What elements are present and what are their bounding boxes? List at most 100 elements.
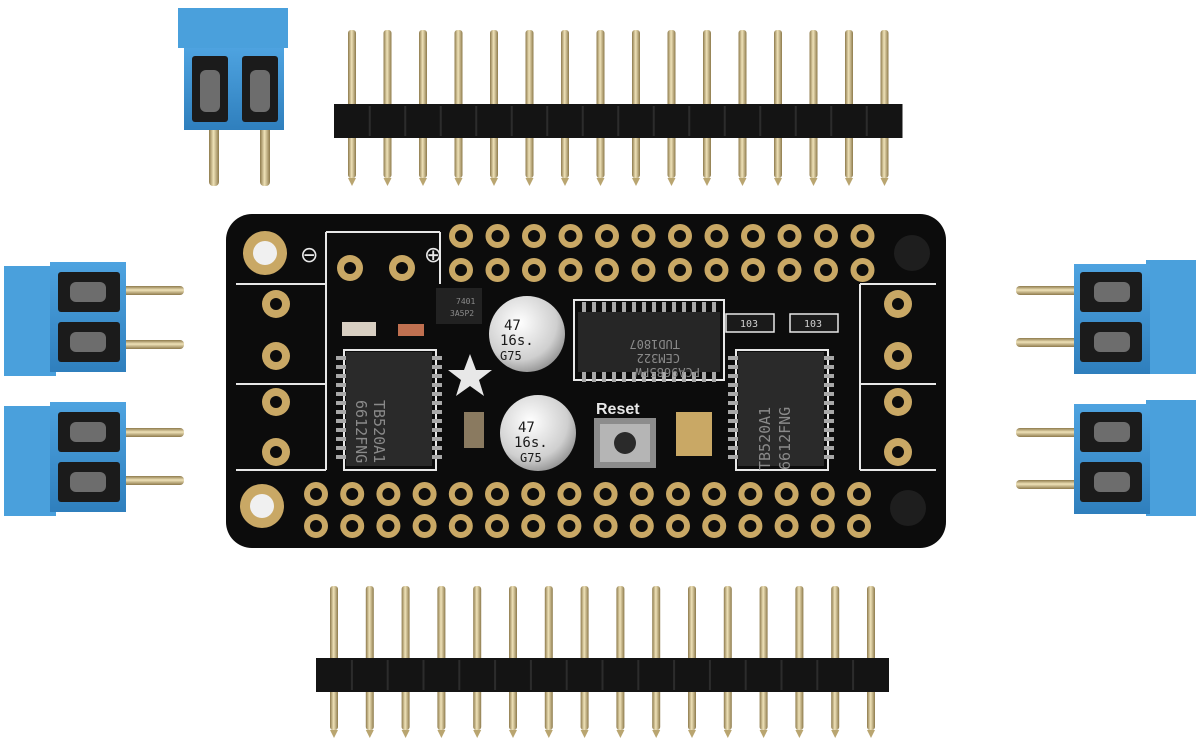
plus-symbol: ⊕ xyxy=(424,243,442,268)
gpio-hole xyxy=(708,520,721,532)
header-pin-tip xyxy=(454,178,463,186)
gpio-hole xyxy=(346,488,359,500)
gpio-hole xyxy=(418,520,431,532)
cap-bottom-line2: 16s. xyxy=(514,435,548,451)
gpio-hole xyxy=(747,264,759,276)
motor-hole xyxy=(270,396,282,408)
pwm-line2: CEM322 xyxy=(637,351,680,365)
chip-pin xyxy=(728,383,738,387)
chip-pin xyxy=(824,437,834,441)
header-pin-tip xyxy=(383,178,392,186)
gpio-hole xyxy=(780,488,793,500)
chip-pin xyxy=(432,374,442,378)
chip-pin xyxy=(728,392,738,396)
chip-pin xyxy=(336,419,346,423)
chip-pin xyxy=(728,446,738,450)
gpio-hole xyxy=(455,264,467,276)
header-pin-tip xyxy=(616,730,625,738)
chip-pin xyxy=(336,383,346,387)
header-pin-tip xyxy=(596,178,605,186)
gpio-hole xyxy=(599,488,612,500)
gpio-hole xyxy=(454,520,467,532)
gpio-hole xyxy=(672,488,684,500)
gpio-hole xyxy=(564,230,577,242)
chip-pin xyxy=(824,428,834,432)
gpio-hole xyxy=(783,264,796,276)
gpio-hole xyxy=(856,264,869,276)
driver-chip-left: TB520A1 6612FNG xyxy=(346,352,432,466)
chip-pin xyxy=(702,302,706,312)
chip-pin xyxy=(728,455,738,459)
header-pin-tip xyxy=(330,730,338,738)
gpio-hole xyxy=(674,230,686,242)
chip-pin xyxy=(728,401,738,405)
motor-hole xyxy=(270,446,282,458)
mount-hole xyxy=(894,235,930,271)
motor-driver-board: ⊖ ⊕ TB520A1 6612FNG TB520A1 6612FNG PCA9… xyxy=(226,214,946,548)
mount-hole xyxy=(890,490,926,526)
cap-top-line2: 16s. xyxy=(500,333,534,349)
chip-pin xyxy=(336,446,346,450)
chip-pin xyxy=(652,302,656,312)
header-pin-tip xyxy=(795,730,804,738)
motor-hole xyxy=(892,446,904,458)
gpio-hole xyxy=(418,488,431,500)
capacitor-bottom: 47 16s. G75 xyxy=(500,395,576,471)
gpio-hole xyxy=(853,488,865,500)
gpio-hole xyxy=(491,520,503,532)
gpio-hole xyxy=(747,230,759,242)
gpio-hole xyxy=(783,230,796,242)
chip-pin xyxy=(432,455,442,459)
chip-pin xyxy=(642,302,646,312)
gpio-hole xyxy=(491,488,503,500)
chip-pin xyxy=(336,401,346,405)
chip-pin xyxy=(602,302,606,312)
chip-pin xyxy=(728,374,738,378)
gpio-hole xyxy=(816,488,829,500)
header-pin-tip xyxy=(525,178,534,186)
header-pin-tip xyxy=(365,730,374,738)
chip-pin xyxy=(432,356,442,360)
header-pin-tip xyxy=(845,178,853,186)
reset-button: Reset xyxy=(594,401,656,468)
gpio-hole xyxy=(528,230,540,242)
chip-right-line1: TB520A1 xyxy=(756,407,774,470)
header-pin-tip xyxy=(437,730,446,738)
chip-pin xyxy=(662,302,666,312)
pin-header-top xyxy=(334,30,903,186)
pwm-line1: PCA9685PW xyxy=(634,365,700,379)
chip-pin xyxy=(824,410,834,414)
chip-pin xyxy=(432,383,442,387)
chip-pin xyxy=(692,302,696,312)
gpio-hole xyxy=(710,264,723,276)
gpio-hole xyxy=(527,520,540,532)
chip-pin xyxy=(728,428,738,432)
resistor-label-2: 103 xyxy=(804,319,822,330)
chip-pin xyxy=(582,372,586,382)
pwm-line3: TUD1807 xyxy=(629,337,680,351)
chip-pin xyxy=(632,302,636,312)
chip-pin xyxy=(432,437,442,441)
gpio-hole xyxy=(816,520,829,532)
header-pin-tip xyxy=(831,730,840,738)
gpio-hole xyxy=(454,488,467,500)
chip-pin xyxy=(728,419,738,423)
cap-top-line1: 47 xyxy=(504,318,521,334)
gpio-hole xyxy=(744,520,757,532)
chip-pin xyxy=(642,372,646,382)
header-pin-tip xyxy=(544,730,553,738)
chip-pin xyxy=(712,302,716,312)
terminal-block-top xyxy=(178,8,288,186)
cap-top-line3: G75 xyxy=(500,349,522,363)
gpio-hole xyxy=(637,230,650,242)
terminal-block-right-lower xyxy=(1016,400,1196,516)
header-pin-tip xyxy=(774,178,782,186)
gpio-hole xyxy=(744,488,757,500)
header-pin-tip xyxy=(809,178,818,186)
chip-pin xyxy=(602,372,606,382)
chip-pin xyxy=(432,446,442,450)
motor-hole xyxy=(270,350,282,362)
chip-pin xyxy=(336,428,346,432)
chip-pin xyxy=(824,401,834,405)
